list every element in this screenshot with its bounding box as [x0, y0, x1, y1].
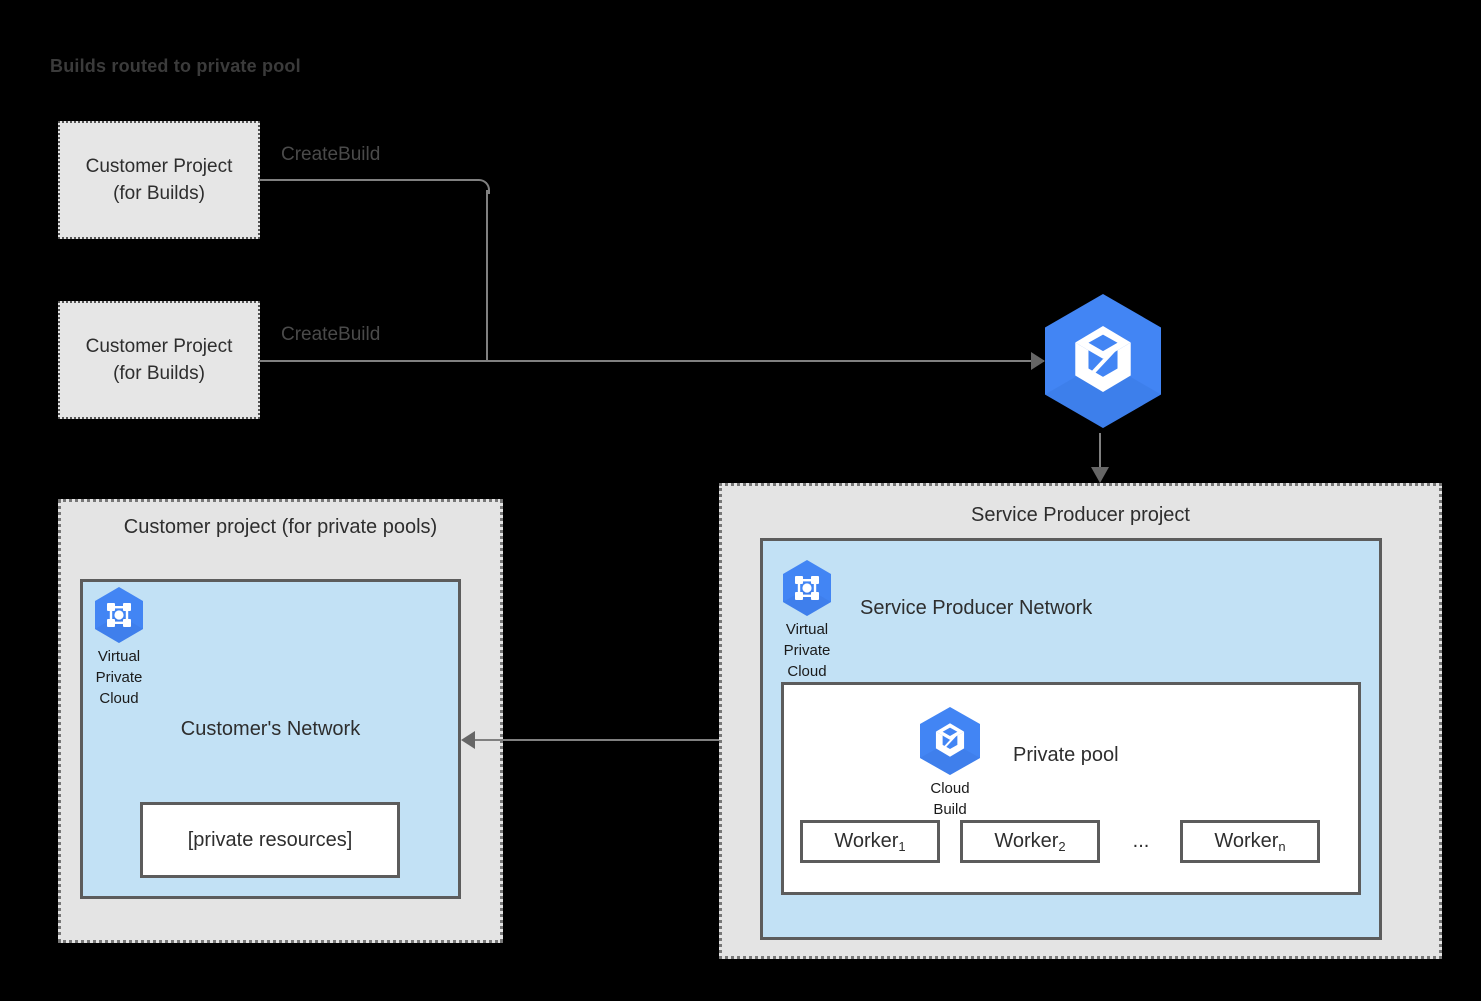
worker-ellipsis: ...	[1132, 830, 1150, 852]
private-pool-title: Private pool	[1013, 744, 1119, 766]
worker-label-n: Workern	[1214, 830, 1286, 854]
vpc-caption-left: Virtual Private Cloud	[96, 646, 143, 709]
worker-subscript: n	[1278, 839, 1286, 854]
connector-line-2-horizontal	[259, 360, 1044, 362]
cloud-build-icon-group: Cloud Build	[916, 706, 984, 820]
box-line-2: (for Builds)	[113, 183, 205, 204]
worker-subscript: 1	[898, 839, 906, 854]
cloud-build-caption: Cloud Build	[930, 778, 969, 820]
private-resources-box[interactable]: [private resources]	[140, 802, 400, 878]
worker-name: Worker	[1214, 830, 1279, 852]
virtual-private-cloud-icon-group-right: Virtual Private Cloud	[776, 559, 838, 682]
service-producer-panel-title: Service Producer project	[971, 504, 1190, 526]
customer-project-builds-label-2: Customer Project (for Builds)	[86, 333, 233, 387]
service-producer-network-title: Service Producer Network	[860, 597, 1093, 619]
virtual-private-cloud-icon	[93, 586, 145, 644]
peering-connection-line	[473, 739, 758, 741]
worker-box-1[interactable]: Worker1	[800, 820, 940, 863]
box-line-2: (for Builds)	[113, 363, 205, 384]
worker-label-2: Worker2	[994, 830, 1066, 854]
connector-line-1-vertical	[486, 190, 488, 362]
vpc-caption-right: Virtual Private Cloud	[784, 619, 831, 682]
cloud-build-icon[interactable]	[1041, 292, 1165, 430]
vpc-caption-line-2: Private	[783, 642, 831, 659]
connector-line-1-horizontal	[259, 179, 477, 181]
createbuild-label-2: CreateBuild	[281, 324, 381, 345]
box-line-1: Customer Project	[85, 156, 233, 177]
vpc-caption-line-2: Private	[95, 669, 143, 686]
vpc-caption-line-1: Virtual	[97, 648, 141, 665]
vpc-caption-line-3: Cloud	[99, 690, 139, 707]
arrowhead-to-service-producer	[1091, 467, 1109, 483]
arrowhead-to-cloud-build	[1031, 352, 1045, 370]
cloud-build-icon	[918, 706, 982, 776]
box-line-1: Customer Project	[85, 336, 233, 357]
customer-project-builds-box-2[interactable]: Customer Project (for Builds)	[58, 301, 260, 419]
peering-arrowhead-left	[461, 731, 475, 749]
createbuild-label-1: CreateBuild	[281, 144, 381, 165]
cloud-build-caption-line-2: Build	[933, 801, 967, 818]
customer-project-builds-box-1[interactable]: Customer Project (for Builds)	[58, 121, 260, 239]
vpc-caption-line-1: Virtual	[785, 621, 829, 638]
worker-name: Worker	[994, 830, 1059, 852]
page-title: Builds routed to private pool	[50, 56, 301, 76]
connector-line-cloudbuild-down	[1099, 433, 1101, 469]
virtual-private-cloud-icon-group-left: Virtual Private Cloud	[88, 586, 150, 709]
worker-box-2[interactable]: Worker2	[960, 820, 1100, 863]
customer-project-builds-label-1: Customer Project (for Builds)	[86, 153, 233, 207]
customer-project-panel-title: Customer project (for private pools)	[123, 516, 438, 538]
virtual-private-cloud-icon	[781, 559, 833, 617]
customers-network-title: Customer's Network	[180, 718, 361, 740]
worker-subscript: 2	[1058, 839, 1066, 854]
private-pool-box	[781, 682, 1361, 895]
vpc-caption-line-3: Cloud	[787, 663, 827, 680]
worker-name: Worker	[834, 830, 899, 852]
cloud-build-caption-line-1: Cloud	[930, 780, 970, 797]
connector-corner-1	[475, 179, 490, 194]
worker-label-1: Worker1	[834, 830, 906, 854]
worker-box-n[interactable]: Workern	[1180, 820, 1320, 863]
